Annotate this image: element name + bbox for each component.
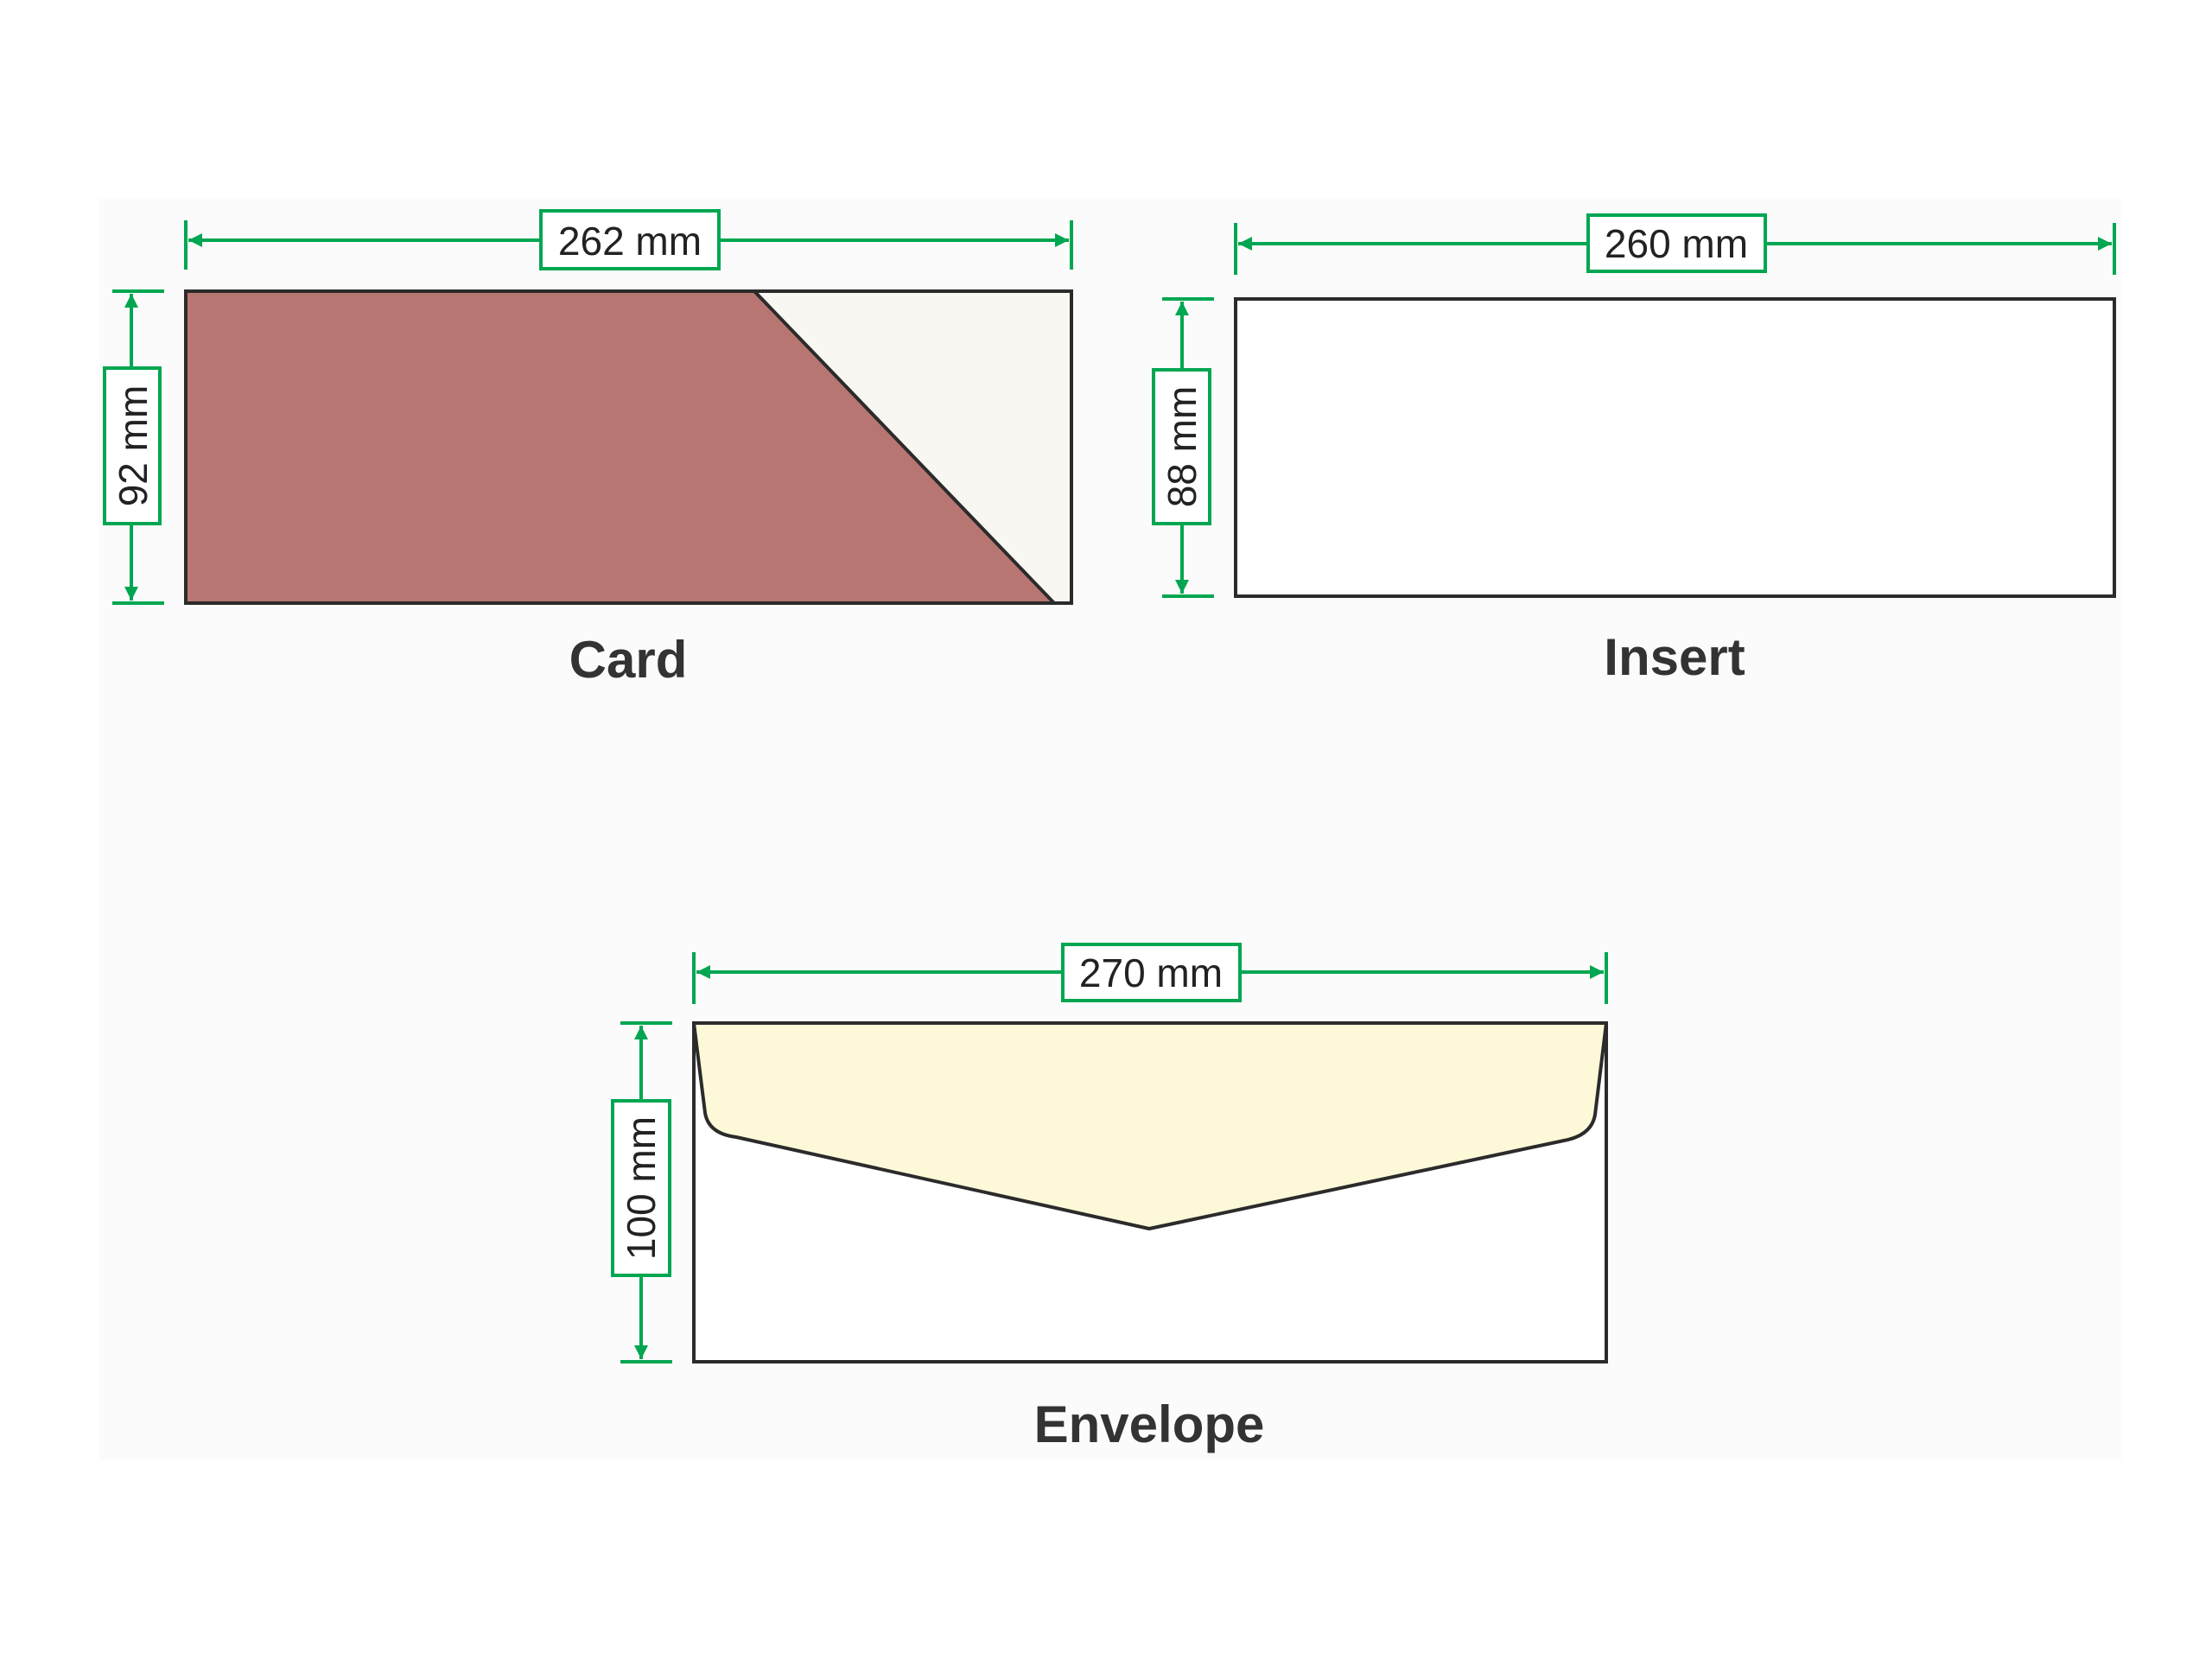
insert-height-label: 88 mm: [1160, 386, 1205, 508]
insert-width-label: 260 mm: [1605, 221, 1748, 266]
envelope-width-label: 270 mm: [1079, 950, 1223, 995]
envelope-height-label: 100 mm: [619, 1116, 664, 1260]
envelope-title: Envelope: [1034, 1395, 1265, 1453]
insert-outline: [1234, 297, 2116, 598]
insert-title: Insert: [1604, 628, 1745, 686]
card-width-label: 262 mm: [558, 219, 702, 264]
envelope-flap: [692, 1021, 1608, 1230]
card-height-label: 92 mm: [111, 385, 156, 507]
card-outline-border: [184, 289, 1073, 605]
card-title: Card: [569, 631, 688, 689]
